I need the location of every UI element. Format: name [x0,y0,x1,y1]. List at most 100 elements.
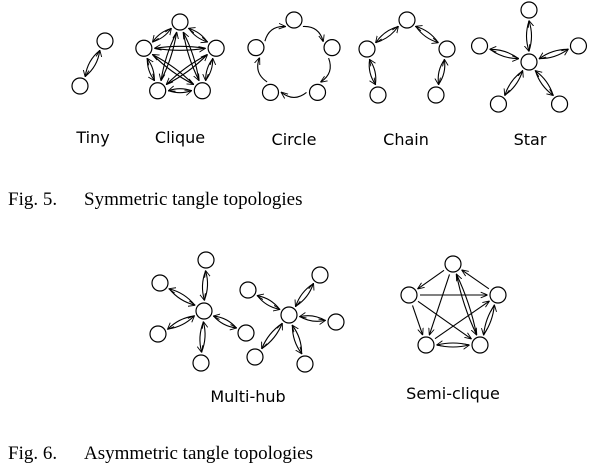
chain-edge-1-ba [376,25,399,43]
semiclique-diag-0-2-ba [457,274,478,335]
semiclique-e-0-4 [418,269,445,288]
clique-edge-0-1-ba [189,29,208,43]
clique-edge-1-3-ab [167,54,208,85]
multihub-a-edge-3-ba [201,322,205,353]
semiclique-right-ba [483,305,495,336]
clique-edge-2-4-ba [152,54,194,85]
label-clique: Clique [154,128,206,147]
star-edge-4-ba [489,48,519,58]
chain-edge-2-ba [416,27,439,43]
semiclique-bottom-ba [436,345,469,347]
chain-edge-1-ab [375,27,398,44]
multihub-a-edge-0-ba [202,270,207,300]
multihub-a-leaf-3 [192,354,210,372]
clique-edge-2-3-ba [168,91,192,93]
edges-layer [85,21,568,354]
multihub-b-leaf-3 [296,355,314,373]
star-edge-1-ba [540,48,569,58]
circle-edge-3 [258,58,268,83]
star-leaf-node-2 [550,95,569,113]
semiclique-e-4-3 [411,305,423,334]
multihub-a-edge-1-ba [168,288,194,305]
chain-node-3 [438,40,456,58]
clique-edge-1-4-ab [155,46,206,48]
star-leaf-node-4 [470,37,489,55]
star-edge-1-ab [539,49,569,60]
tiny-edge-ba [84,51,99,77]
multihub-b-edge-2-ba [300,316,326,321]
caption-fig5-number: Fig. 5. [8,189,58,210]
clique-node-3 [149,82,167,100]
clique-node-4 [135,39,153,57]
circle-node-1 [323,39,341,57]
label-star: Star [513,130,547,149]
multihub-b-edge-1-ba [256,295,279,310]
star-edge-2-ba [536,71,554,96]
multihub-b-edge-0-ba [296,283,314,307]
multihub-b-edge-1-ab [257,296,281,310]
multihub-b-leaf-1 [239,281,257,299]
star-edge-2-ab [534,70,554,95]
star-edge-0-ab [529,21,532,52]
caption-fig5: Fig. 5. Symmetric tangle topologies [8,189,302,211]
semiclique-e-3-1 [434,301,489,340]
label-circle: Circle [271,130,317,149]
caption-fig6: Fig. 6.Asymmetric tangle topologies [8,443,313,465]
clique-edge-2-3-ab [169,89,192,91]
multihub-a-leaf-1 [151,274,169,292]
semiclique-right-ab [484,304,495,334]
semiclique-node-2 [471,336,489,354]
chain-edge-0-ba [368,59,375,85]
caption-fig5-text: Symmetric tangle topologies [84,189,303,210]
multihub-a-edge-2-ba [167,316,194,330]
multihub-b-edge-4-ab [262,323,283,349]
label-chain: Chain [383,130,429,149]
semiclique-e-1-0 [462,270,490,290]
circle-edge-2 [282,92,307,97]
circle-edge-1 [321,57,331,82]
multihub-b-edge-4-ba [261,324,282,349]
clique-node-0 [171,13,189,31]
multihub-b-leaf-4 [246,348,264,366]
multihub-b-leaf-0 [311,266,329,284]
tiny-edge-ab [85,50,101,77]
multihub-a-leaf-4 [237,324,255,342]
multihub-a-edge-2-ab [168,315,195,329]
star-hub-node [520,53,538,71]
clique-edge-0-3-ba [160,33,177,81]
chain-node-0 [369,86,387,104]
star-leaf-node-1 [569,37,588,55]
caption-fig6-text: Asymmetric tangle topologies [84,443,314,464]
clique-edge-0-4-ab [153,27,172,42]
clique-edge-1-3-ba [166,55,208,85]
semiclique-node-3 [417,336,435,354]
star-edge-4-ab [490,49,519,60]
semiclique-node-1 [489,286,507,304]
clique-edge-0-2-ba [183,33,200,81]
semiclique-node-4 [400,286,418,304]
tiny-node-0 [96,32,114,50]
semiclique-node-0 [444,255,462,273]
tiny-node-1 [71,77,89,95]
label-multi-hub: Multi-hub [210,387,286,406]
clique-node-1 [207,39,225,57]
star-leaf-node-0 [520,1,538,19]
multihub-hub-a [195,302,213,320]
multihub-a-leaf-0 [197,251,215,269]
clique-node-2 [193,82,211,100]
star-leaf-node-3 [489,95,508,113]
multihub-b-edge-0-ab [295,284,314,307]
chain-edge-2-ab [415,26,438,43]
chain-node-1 [358,40,376,58]
semiclique-e-0-3 [430,274,451,334]
clique-edge-2-4-ab [153,55,194,85]
circle-node-3 [261,83,280,101]
star-edge-3-ba [504,71,523,96]
multihub-a-edge-0-ab [203,271,207,301]
multihub-a-leaf-2 [149,325,167,343]
clique-edge-1-2-ba [205,59,213,81]
semiclique-e-4-2 [417,300,471,338]
label-tiny: Tiny [76,128,110,147]
